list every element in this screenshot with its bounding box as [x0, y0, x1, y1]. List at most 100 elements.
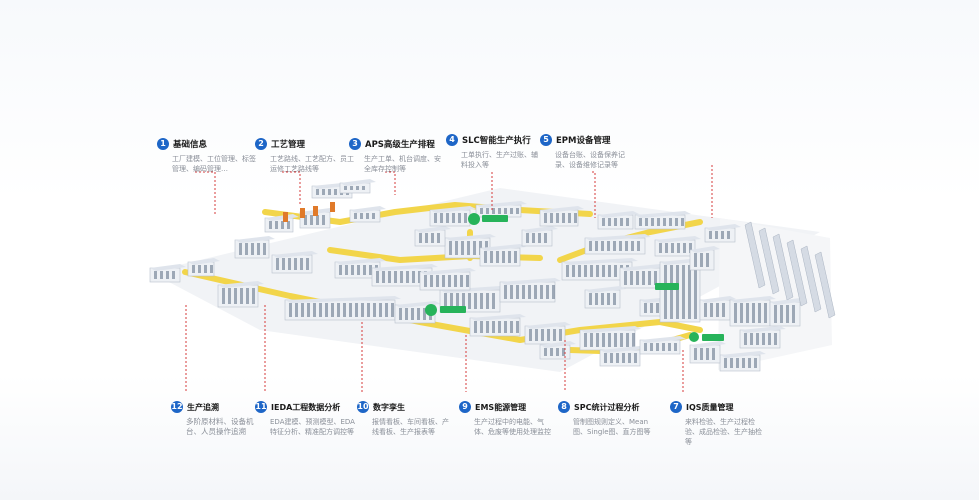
status-markers: [425, 213, 724, 342]
machine-block: [689, 246, 720, 271]
storage-rack: [786, 239, 808, 307]
callout-number: 11: [255, 401, 267, 413]
callout-desc: 来料检验、生产过程检验、成品检验、生产抽检等: [685, 418, 762, 446]
callout-slc: 4 SLC智能生产执行 工单执行、生产过账、辅料投入等: [446, 133, 538, 170]
status-label: [655, 283, 679, 290]
status-label: [482, 215, 508, 222]
callout-ems: 9 EMS能源管理 生产过程中的电能、气体、危废等使用处理监控: [459, 400, 555, 437]
machine-block: [349, 206, 386, 223]
machine-block: [584, 234, 651, 255]
machine-block: [371, 264, 438, 287]
machine-block: [689, 341, 726, 364]
machine-block: [704, 224, 741, 243]
machine-block: [499, 278, 561, 303]
machine-block: [599, 346, 646, 367]
machine-block: [584, 286, 626, 309]
robot-arm: [300, 208, 305, 218]
callout-title: EMS能源管理: [475, 402, 527, 412]
callout-number: 8: [558, 401, 570, 413]
callout-aps: 3 APS高级生产排程 生产工单、机台调度、安全库存控制等: [349, 137, 441, 174]
status-label: [702, 334, 724, 341]
machine-block: [729, 296, 776, 327]
machine-block: [739, 326, 786, 349]
storage-rack: [814, 251, 836, 319]
callout-title: IEDA工程数据分析: [271, 402, 341, 412]
machine-block: [619, 264, 666, 289]
storage-rack: [758, 227, 780, 295]
machine-group: [149, 179, 836, 372]
machine-block: [524, 322, 571, 345]
machine-block: [659, 258, 706, 323]
robot-arm: [330, 202, 335, 212]
leader-line-1: [195, 171, 216, 216]
callout-desc: 生产工单、机台调度、安全库存控制等: [364, 155, 441, 173]
robot-arm: [283, 212, 288, 222]
callout-desc: EDA建模、预测模型、EDA特征分析、精准配方调控等: [270, 418, 355, 436]
status-marker: [468, 213, 480, 225]
machine-block: [475, 201, 527, 218]
machine-block: [634, 211, 691, 230]
machine-block: [561, 258, 638, 281]
callout-title: SLC智能生产执行: [462, 136, 531, 146]
storage-rack: [772, 233, 794, 301]
machine-block: [419, 268, 476, 291]
machine-block: [521, 226, 558, 247]
storage-rack: [800, 245, 822, 313]
callout-number: 12: [171, 401, 183, 413]
status-marker: [689, 332, 699, 342]
callout-number: 9: [459, 401, 471, 413]
status-marker: [425, 304, 437, 316]
callout-title: 生产追溯: [187, 402, 219, 412]
leader-line-2: [282, 171, 301, 205]
storage-rack: [744, 221, 766, 289]
callout-number: 3: [349, 138, 361, 150]
callout-desc: 多阶原材料、设备机台、人员操作追溯: [186, 417, 254, 436]
callout-desc: 工单执行、生产过账、辅料投入等: [461, 151, 538, 169]
machine-block: [597, 211, 639, 230]
callout-digital-twin: 10 数字孪生 报情看板、车间看板、产线看板、生产报表等: [357, 400, 455, 437]
callout-number: 5: [540, 134, 552, 146]
callout-desc: 生产过程中的电能、气体、危废等使用处理监控: [474, 418, 551, 436]
callout-desc: 管制图规则定义、Mean图、Single图、直方图等: [573, 418, 651, 436]
machine-block: [187, 258, 220, 277]
callout-title: 工艺管理: [271, 140, 306, 150]
machine-block: [579, 326, 641, 351]
callout-title: EPM设备管理: [556, 136, 611, 146]
callout-epm: 5 EPM设备管理 设备台账、设备保养记录、设备维修记录等: [540, 133, 632, 170]
callout-desc: 工厂建模、工位管理、标签管理、编码管理…: [172, 155, 256, 173]
callout-title: APS高级生产排程: [365, 140, 435, 150]
callout-basic-info: 1 基础信息 工厂建模、工位管理、标签管理、编码管理…: [157, 137, 261, 174]
machine-block: [639, 336, 686, 355]
machine-block: [769, 298, 806, 327]
machine-block: [654, 236, 701, 257]
machine-block: [539, 206, 584, 227]
machine-block: [699, 296, 736, 321]
callout-iqs: 7 IQS质量管理 来料检验、生产过程检验、成品检验、生产抽检等: [670, 400, 766, 447]
callout-number: 7: [670, 401, 682, 413]
callout-title: 数字孪生: [373, 402, 405, 412]
machine-block: [149, 264, 186, 283]
callout-number: 4: [446, 134, 458, 146]
robot-arm: [313, 206, 318, 216]
machine-block: [234, 236, 275, 259]
machine-block: [264, 214, 299, 233]
machine-block: [284, 296, 401, 321]
callout-desc: 报情看板、车间看板、产线看板、生产报表等: [372, 418, 449, 436]
status-label: [440, 306, 466, 313]
callout-number: 10: [357, 401, 369, 413]
leader-line-5: [592, 171, 596, 218]
callout-number: 1: [157, 138, 169, 150]
callout-title: IQS质量管理: [686, 402, 734, 412]
machine-block: [414, 226, 451, 247]
machine-block: [271, 251, 318, 274]
machine-block: [339, 179, 376, 194]
machine-block: [217, 281, 264, 308]
callout-desc: 设备台账、设备保养记录、设备维修记录等: [555, 151, 625, 169]
callout-title: 基础信息: [173, 140, 208, 150]
machine-block: [469, 314, 526, 337]
callout-desc: 工艺路线、工艺配方、员工运修工艺路线等: [270, 155, 354, 173]
